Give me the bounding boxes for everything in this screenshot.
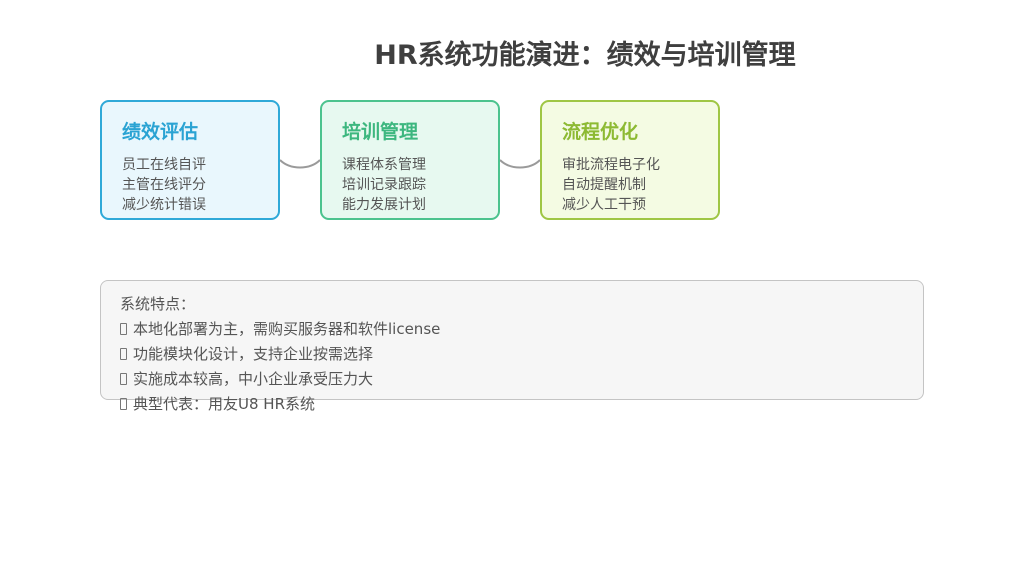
bullet-icon — [120, 323, 127, 335]
card-line: 审批流程电子化 — [562, 157, 660, 173]
card-line: 减少人工干预 — [562, 197, 646, 213]
card-line: 自动提醒机制 — [562, 177, 646, 193]
connector-line — [280, 159, 320, 169]
card-performance-evaluation: 绩效评估 员工在线自评 主管在线评分 减少统计错误 — [100, 100, 280, 220]
feature-text: 实施成本较高，中小企业承受压力大 — [133, 370, 374, 388]
feature-item: 本地化部署为主，需购买服务器和软件license — [120, 317, 440, 342]
bullet-icon — [120, 398, 127, 410]
feature-item: 功能模块化设计，支持企业按需选择 — [120, 342, 440, 367]
card-title: 流程优化 — [562, 121, 639, 143]
card-process-optimization: 流程优化 审批流程电子化 自动提醒机制 减少人工干预 — [540, 100, 720, 220]
card-line: 主管在线评分 — [122, 177, 206, 193]
bullet-icon — [120, 373, 127, 385]
card-line: 培训记录跟踪 — [342, 177, 426, 193]
card-line: 课程体系管理 — [342, 157, 426, 173]
card-line: 能力发展计划 — [342, 197, 426, 213]
card-line: 减少统计错误 — [122, 197, 206, 213]
card-title: 培训管理 — [342, 121, 419, 143]
feature-text: 功能模块化设计，支持企业按需选择 — [133, 345, 374, 363]
feature-item: 实施成本较高，中小企业承受压力大 — [120, 367, 440, 392]
feature-text: 典型代表：用友U8 HR系统 — [133, 395, 315, 413]
features-list: 系统特点： 本地化部署为主，需购买服务器和软件license 功能模块化设计，支… — [120, 292, 440, 417]
card-title: 绩效评估 — [122, 121, 199, 143]
feature-item: 典型代表：用友U8 HR系统 — [120, 392, 440, 417]
card-line: 员工在线自评 — [122, 157, 206, 173]
card-training-management: 培训管理 课程体系管理 培训记录跟踪 能力发展计划 — [320, 100, 500, 220]
bullet-icon — [120, 348, 127, 360]
feature-text: 本地化部署为主，需购买服务器和软件license — [133, 320, 441, 338]
features-heading: 系统特点： — [120, 295, 196, 313]
features-panel — [100, 280, 924, 400]
page-title: HR系统功能演进：绩效与培训管理 — [374, 40, 796, 71]
connector-line — [500, 159, 540, 169]
